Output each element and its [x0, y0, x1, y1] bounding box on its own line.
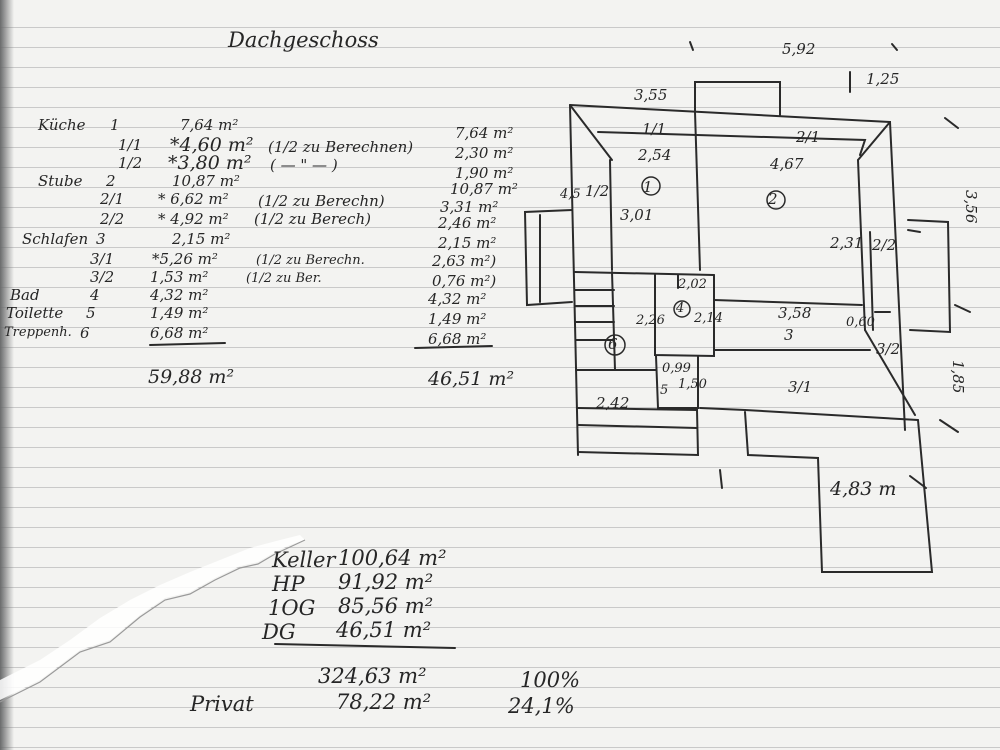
summary-label: Keller	[272, 548, 336, 572]
dim-right-height-2: 1,85	[949, 360, 967, 394]
room-net-area: 1,90 m²	[455, 164, 514, 182]
privat-value: 78,22 m²	[336, 690, 432, 714]
dim-top-right: 1,25	[866, 70, 900, 88]
dim-bath-height: 2,14	[694, 311, 723, 326]
room-note: (1/2 zu Berech)	[254, 210, 371, 228]
label-room-5: 5	[660, 383, 669, 398]
room-name: Küche	[38, 116, 86, 134]
privat-label: Privat	[190, 692, 254, 716]
label-room-1-2: 1/2	[585, 182, 610, 200]
room-number: 5	[86, 304, 96, 322]
room-area: 10,87 m²	[172, 172, 240, 190]
room-net-area: 2,30 m²	[455, 144, 514, 162]
summary-label: 1OG	[268, 596, 316, 620]
room-area: *4,60 m²	[170, 134, 254, 156]
room-net-area: 0,76 m²)	[432, 272, 497, 290]
room-number: 1	[110, 116, 120, 134]
label-room-3-1: 3/1	[788, 378, 813, 396]
dim-wc-height: 1,50	[678, 377, 707, 392]
room-area: *5,26 m²	[152, 250, 218, 268]
summary-value: 46,51 m²	[336, 618, 432, 642]
circle-1-label: 1	[643, 178, 653, 196]
paper-edge-shadow	[0, 0, 14, 750]
page-title: Dachgeschoss	[228, 28, 379, 52]
room-name: Stube	[38, 172, 83, 190]
summary-label: HP	[272, 572, 305, 596]
label-room-3: 3	[784, 326, 794, 344]
room-net-area: 6,68 m²	[428, 330, 487, 348]
room-number: 3	[96, 230, 106, 248]
room-number: 1/2	[118, 154, 143, 172]
dim-stair-height: 2,26	[636, 313, 665, 328]
room-net-area: 3,31 m²	[440, 198, 499, 216]
dim-room-1-height: 3,01	[620, 206, 654, 224]
room-name: Toilette	[6, 304, 64, 322]
room-net-area: 2,46 m²	[438, 214, 497, 232]
room-area: 6,68 m²	[150, 324, 209, 342]
room-area: * 4,92 m²	[158, 210, 229, 228]
dim-bottom-right: 4,83 m	[830, 478, 897, 500]
dim-room-2-width: 4,67	[770, 155, 804, 173]
room-note: (1/2 zu Ber.	[246, 271, 322, 286]
room-number: 6	[80, 324, 90, 342]
dim-right-height: 3,56	[962, 190, 980, 224]
room-name: Treppenh.	[4, 325, 72, 340]
room-number: 4	[90, 286, 100, 304]
room-area: 1,53 m²	[150, 268, 209, 286]
room-number: 2/2	[100, 210, 125, 228]
summary-label: DG	[262, 620, 296, 644]
circle-4-label: 4	[676, 301, 685, 316]
dim-room-1-left: 4,5	[560, 187, 581, 202]
room-number: 3/2	[90, 268, 115, 286]
room-area: 4,32 m²	[150, 286, 209, 304]
room-area: *3,80 m²	[168, 152, 252, 174]
room-net-area: 1,49 m²	[428, 310, 487, 328]
summary-value: 85,56 m²	[338, 594, 434, 618]
net-total: 46,51 m²	[428, 368, 515, 390]
label-room-2-1: 2/1	[796, 128, 821, 146]
dim-wc-width: 0,99	[662, 361, 691, 376]
dim-room-3-side: 0,60	[846, 315, 875, 330]
room-net-area: 10,87 m²	[450, 180, 518, 198]
label-room-2-2: 2/2	[872, 236, 897, 254]
room-number: 1/1	[118, 136, 143, 154]
room-net-area: 2,63 m²)	[432, 252, 497, 270]
room-area: 2,15 m²	[172, 230, 231, 248]
dim-top-width: 5,92	[782, 40, 816, 58]
dim-room-3-width: 3,58	[778, 304, 812, 322]
room-net-area: 4,32 m²	[428, 290, 487, 308]
room-note: (1/2 zu Berechn)	[258, 192, 385, 210]
room-number: 2/1	[100, 190, 125, 208]
dim-room-1-width: 2,54	[638, 146, 672, 164]
room-note: ( — " — )	[270, 156, 338, 174]
room-net-area: 7,64 m²	[455, 124, 514, 142]
room-note: (1/2 zu Berechn.	[256, 253, 365, 268]
room-name: Bad	[10, 286, 40, 304]
circle-6-label: 6	[608, 335, 618, 353]
grand-percent: 100%	[520, 668, 581, 692]
dim-room-2-height: 2,31	[830, 234, 864, 252]
label-room-1-1: 1/1	[642, 120, 667, 138]
dim-bottom-left: 2,42	[596, 394, 630, 412]
grand-total: 324,63 m²	[318, 664, 427, 688]
label-room-3-2: 3/2	[876, 340, 901, 358]
room-name: Schlafen	[22, 230, 89, 248]
room-net-area: 2,15 m²	[438, 234, 497, 252]
room-area: 1,49 m²	[150, 304, 209, 322]
dim-bath-width: 2,02	[678, 277, 707, 292]
room-area: * 6,62 m²	[158, 190, 229, 208]
summary-value: 100,64 m²	[338, 546, 447, 570]
gross-total: 59,88 m²	[148, 366, 235, 388]
room-number: 3/1	[90, 250, 115, 268]
circle-2-label: 2	[768, 190, 778, 208]
room-note: (1/2 zu Berechnen)	[268, 138, 414, 156]
privat-percent: 24,1%	[508, 694, 575, 718]
dim-top-left: 3,55	[634, 86, 668, 104]
room-number: 2	[106, 172, 116, 190]
room-area: 7,64 m²	[180, 116, 239, 134]
summary-value: 91,92 m²	[338, 570, 434, 594]
